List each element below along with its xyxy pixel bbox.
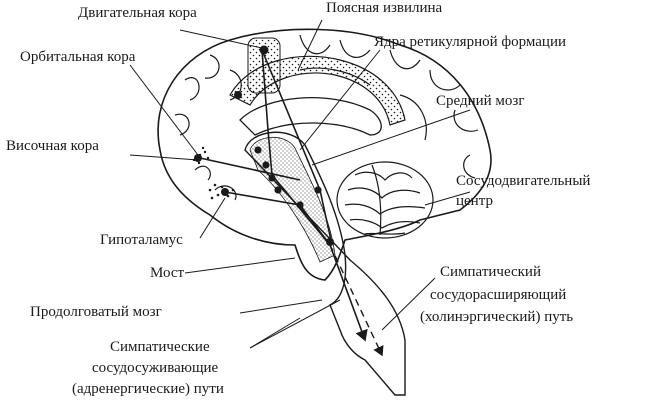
label-cingulate-gyrus: Поясная извилина <box>326 0 443 16</box>
node-motor <box>259 45 269 55</box>
node-midbrain-4 <box>274 186 282 194</box>
label-vasomotor-center-2: центр <box>456 193 493 209</box>
label-reticular-nuclei: Ядра ретикулярной формации <box>374 34 567 50</box>
label-motor-cortex: Двигательная кора <box>78 5 197 21</box>
label-medulla: Продолговатый мозг <box>30 304 162 320</box>
label-pons: Мост <box>150 265 185 281</box>
node-midbrain-3 <box>268 174 276 182</box>
leader-lines <box>129 19 471 349</box>
label-vasomotor-center-1: Сосудодвигательный <box>456 173 591 189</box>
dilator-pathway <box>329 244 384 357</box>
motor-cortex-patch <box>247 37 281 94</box>
pathway-nodes <box>194 45 334 246</box>
label-orbital-cortex: Орбитальная кора <box>20 49 136 65</box>
label-dilator-path-3: (холинэргический) путь <box>420 309 574 325</box>
node-hypothalamus <box>221 188 229 196</box>
node-reticular-2 <box>314 186 322 194</box>
label-constrictor-path-3: (адренергические) пути <box>72 381 224 397</box>
node-midbrain-2 <box>262 161 270 169</box>
node-vasomotor <box>326 238 334 246</box>
label-dilator-path-2: сосудорасширяющий <box>430 287 567 303</box>
brain-outline <box>157 28 492 281</box>
node-midbrain-1 <box>254 146 262 154</box>
corpus-callosum <box>239 97 382 136</box>
node-orbital <box>194 154 202 162</box>
brainstem <box>244 131 406 396</box>
label-temporal-cortex: Височная кора <box>6 138 99 154</box>
node-cingulate <box>234 91 242 99</box>
label-constrictor-path-1: Симпатические <box>110 339 210 355</box>
label-hypothalamus: Гипоталамус <box>100 232 183 248</box>
label-constrictor-path-2: сосудосуживающие <box>92 360 219 376</box>
cerebellum <box>336 161 434 239</box>
node-reticular-1 <box>296 201 304 209</box>
hypothalamus-dots <box>208 183 235 200</box>
label-midbrain: Средний мозг <box>436 93 525 109</box>
constrictor-pathways <box>199 49 368 342</box>
label-dilator-path-1: Симпатический <box>440 264 541 280</box>
